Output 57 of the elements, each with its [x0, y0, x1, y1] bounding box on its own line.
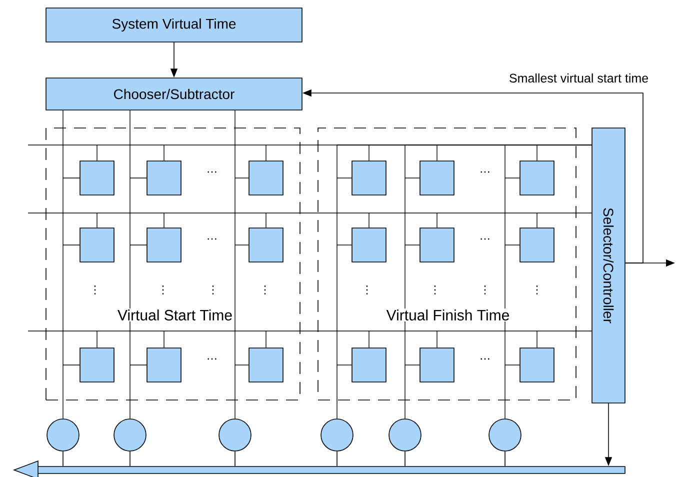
- controller-box: Selector/Controller: [592, 128, 626, 404]
- dashed-region: [318, 128, 576, 400]
- cell-box: [520, 348, 554, 382]
- process-box: Chooser/Subtractor: [46, 78, 302, 110]
- ellipsis: …: [480, 358, 490, 360]
- cell-box: [420, 228, 454, 262]
- connector-line: [62, 451, 64, 466]
- bus-line: [62, 110, 80, 419]
- ellipsis: ⋮: [94, 286, 96, 294]
- cell-box: [80, 348, 114, 382]
- cell-box: [520, 228, 554, 262]
- cell-box: [352, 160, 386, 196]
- bus-line: [28, 330, 592, 348]
- ellipsis: …: [208, 358, 216, 360]
- circle: [488, 418, 522, 452]
- ellipsis: ⋮: [366, 286, 368, 294]
- ellipsis: ⋮: [162, 286, 164, 294]
- connector-line: [336, 451, 338, 466]
- bus-line: [28, 144, 592, 161]
- ellipsis: …: [480, 171, 490, 173]
- bus-line: [234, 110, 249, 419]
- cell-box: [248, 228, 284, 262]
- circle: [388, 418, 422, 452]
- connector-line: [234, 451, 236, 466]
- ellipsis: ⋮: [212, 286, 214, 294]
- ellipsis: ⋮: [434, 286, 436, 294]
- cell-box: [420, 160, 454, 196]
- circle: [46, 418, 80, 452]
- dashed-region: [46, 128, 300, 400]
- cell-box: [146, 160, 182, 196]
- ellipsis: ⋮: [484, 286, 486, 294]
- cell-box: [248, 348, 284, 382]
- ellipsis: …: [208, 171, 216, 173]
- ellipsis: …: [208, 238, 216, 240]
- cell-box: [352, 348, 386, 382]
- cell-box: [420, 348, 454, 382]
- region-label: Virtual Start Time: [116, 308, 234, 322]
- connector-line: [404, 451, 406, 466]
- cell-box: [520, 160, 554, 196]
- process-box: System Virtual Time: [46, 8, 302, 42]
- connector-line: [504, 451, 506, 466]
- cell-box: [80, 160, 114, 196]
- circle: [114, 418, 146, 452]
- circle: [218, 418, 252, 452]
- bus-line: [130, 110, 147, 419]
- ellipsis: …: [480, 238, 490, 240]
- cell-box: [146, 228, 182, 262]
- edge-label: Smallest virtual start time: [508, 72, 650, 84]
- circle: [320, 418, 354, 452]
- bus-line: [28, 212, 592, 228]
- ellipsis: ⋮: [264, 286, 266, 294]
- cell-box: [352, 228, 386, 262]
- region-label: Virtual Finish Time: [385, 308, 511, 322]
- ellipsis: ⋮: [536, 286, 538, 294]
- cell-box: [146, 348, 182, 382]
- cell-box: [248, 160, 284, 196]
- cell-box: [80, 228, 114, 262]
